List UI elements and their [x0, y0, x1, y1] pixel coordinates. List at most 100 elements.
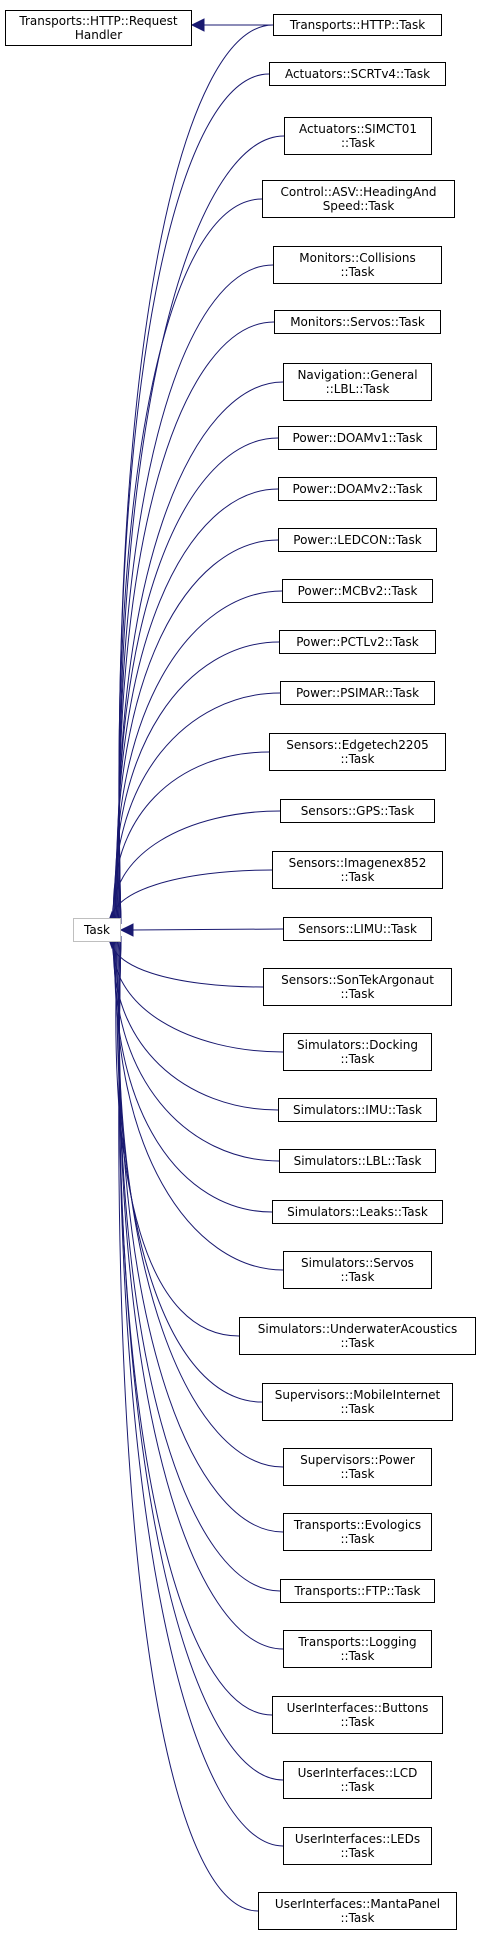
node-label-line1: Transports::Evologics [293, 1518, 422, 1532]
derived-class-node[interactable]: UserInterfaces::LCD::Task [283, 1761, 432, 1799]
inheritance-edge [114, 641, 280, 925]
node-label-line1: UserInterfaces::MantaPanel [274, 1897, 441, 1911]
node-label-line1: Actuators::SIMCT01 [298, 122, 418, 136]
derived-class-node[interactable]: Monitors::Collisions::Task [273, 246, 442, 284]
node-label-line1: Transports::FTP::Task [294, 1584, 421, 1598]
node-label-line1: Simulators::IMU::Task [293, 1103, 422, 1117]
node-label-line2: ::Task [340, 870, 375, 884]
inheritance-edge [114, 935, 273, 1213]
node-label-line1: Sensors::SonTekArgonaut [281, 973, 434, 987]
node-label-line1: Power::PSIMAR::Task [295, 686, 420, 700]
derived-class-node[interactable]: Supervisors::Power::Task [283, 1448, 432, 1486]
derived-class-node[interactable]: Simulators::LBL::Task [279, 1149, 436, 1173]
node-label-line1: Sensors::Edgetech2205 [286, 738, 429, 752]
node-label-line1: Simulators::UnderwaterAcoustics [257, 1322, 458, 1336]
node-label-line1: Simulators::Docking [297, 1038, 418, 1052]
derived-class-node[interactable]: UserInterfaces::MantaPanel::Task [258, 1892, 457, 1930]
node-label-line1: Supervisors::Power [300, 1453, 415, 1467]
derived-class-node[interactable]: Transports::Logging::Task [283, 1630, 432, 1668]
derived-class-node[interactable]: Simulators::Leaks::Task [272, 1200, 443, 1224]
node-label-line2: ::Task [340, 1467, 375, 1481]
node-label-line2: ::Task [340, 1336, 375, 1350]
derived-class-node[interactable]: UserInterfaces::Buttons::Task [272, 1696, 443, 1734]
node-label-line1: Control::ASV::HeadingAnd [280, 185, 437, 199]
inheritance-edge [115, 935, 284, 1271]
node-label-line1: UserInterfaces::Buttons [286, 1701, 429, 1715]
node-label-line1: Monitors::Servos::Task [290, 315, 425, 329]
inheritance-edge [116, 488, 279, 925]
node-label-line1: Simulators::LBL::Task [293, 1154, 422, 1168]
node-label-line1: Actuators::SCRTv4::Task [284, 67, 431, 81]
inheritance-edge [113, 935, 280, 1162]
arrowhead-icon [190, 18, 205, 32]
inheritance-edge [112, 810, 281, 925]
derived-class-node[interactable]: Power::DOAMv1::Task [278, 426, 437, 450]
inheritance-edge [116, 935, 263, 1403]
node-label-line1: Monitors::Collisions [299, 251, 416, 265]
inheritance-edge [115, 935, 240, 1337]
node-label-line1: Sensors::GPS::Task [300, 804, 415, 818]
derived-class-node[interactable]: Power::DOAMv2::Task [278, 477, 437, 501]
derived-class-node[interactable]: Actuators::SCRTv4::Task [269, 62, 446, 86]
node-label-line1: Navigation::General [297, 368, 418, 382]
node-label-line2: ::Task [340, 1649, 375, 1663]
derived-class-node[interactable]: Power::PSIMAR::Task [280, 681, 435, 705]
node-label-line1: UserInterfaces::LEDs [294, 1832, 421, 1846]
derived-class-node[interactable]: Simulators::Servos::Task [283, 1251, 432, 1289]
node-label-line2: Speed::Task [322, 199, 395, 213]
inheritance-edge [118, 935, 284, 1533]
inheritance-edge [112, 935, 279, 1111]
derived-class-node[interactable]: Simulators::Docking::Task [283, 1033, 432, 1071]
inheritance-edge [113, 692, 281, 925]
node-label-line2: Handler [74, 28, 123, 42]
node-label-line1: Simulators::Leaks::Task [287, 1205, 428, 1219]
derived-class-node[interactable]: Sensors::Edgetech2205::Task [269, 733, 446, 771]
derived-class-node[interactable]: Power::MCBv2::Task [282, 579, 433, 603]
derived-class-node[interactable]: Power::PCTLv2::Task [279, 630, 436, 654]
node-label-line1: UserInterfaces::LCD [297, 1766, 418, 1780]
node-transports-http-request-handler[interactable]: Transports::HTTP::Request Handler [5, 10, 192, 46]
node-label-line1: Power::DOAMv1::Task [292, 431, 423, 445]
node-task[interactable]: Task [73, 918, 121, 942]
node-label-line1: Power::MCBv2::Task [297, 584, 418, 598]
inheritance-edge [118, 24, 274, 925]
derived-class-node[interactable]: Sensors::Imagenex852::Task [272, 851, 443, 889]
inheritance-edge [130, 928, 284, 931]
node-label-line1: Transports::Logging [298, 1635, 417, 1649]
node-label-line2: ::Task [340, 1911, 375, 1925]
inheritance-edge [117, 935, 284, 1468]
node-label-line2: ::Task [340, 1270, 375, 1284]
derived-class-node[interactable]: Supervisors::MobileInternet::Task [262, 1383, 453, 1421]
derived-class-node[interactable]: Monitors::Servos::Task [274, 310, 441, 334]
inheritance-edge [115, 590, 283, 925]
derived-class-node[interactable]: Transports::FTP::Task [280, 1579, 435, 1603]
inheritance-edge [118, 264, 274, 925]
inheritance-edge [118, 935, 284, 1650]
node-label: Task [84, 923, 110, 937]
derived-class-node[interactable]: Simulators::UnderwaterAcoustics::Task [239, 1317, 476, 1355]
derived-class-node[interactable]: Sensors::LIMU::Task [283, 917, 432, 941]
derived-class-node[interactable]: Simulators::IMU::Task [278, 1098, 437, 1122]
derived-class-node[interactable]: Sensors::SonTekArgonaut::Task [263, 968, 452, 1006]
node-label-line2: ::Task [341, 136, 375, 150]
derived-class-node[interactable]: Sensors::GPS::Task [280, 799, 435, 823]
inheritance-edge [118, 198, 263, 925]
derived-class-node[interactable]: Transports::Evologics::Task [283, 1513, 432, 1551]
derived-class-node[interactable]: UserInterfaces::LEDs::Task [283, 1827, 432, 1865]
inheritance-edge [118, 381, 284, 925]
inheritance-edge [112, 935, 284, 1053]
node-label-line2: ::Task [340, 1846, 375, 1860]
inheritance-edge [118, 321, 275, 925]
derived-class-node[interactable]: Transports::HTTP::Task [273, 14, 442, 36]
derived-class-node[interactable]: Navigation::General::LBL::Task [283, 363, 432, 401]
node-label-line1: Power::LEDCON::Task [293, 533, 422, 547]
node-label-line1: Simulators::Servos [301, 1256, 414, 1270]
inheritance-edge [118, 935, 284, 1781]
derived-class-node[interactable]: Power::LEDCON::Task [278, 528, 437, 552]
inheritance-edge [116, 539, 279, 925]
node-label-line2: ::Task [340, 752, 375, 766]
derived-class-node[interactable]: Actuators::SIMCT01::Task [284, 117, 432, 155]
